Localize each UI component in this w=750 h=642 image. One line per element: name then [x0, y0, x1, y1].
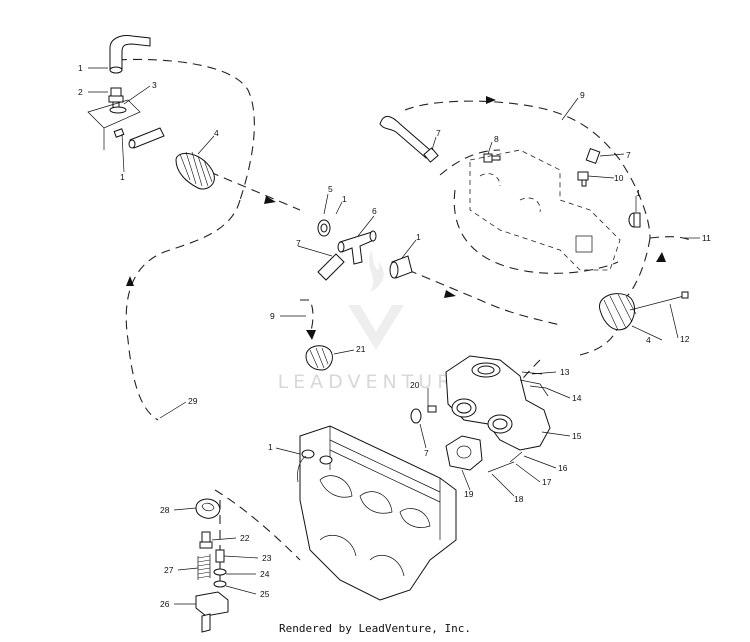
callout-11: 11: [702, 233, 711, 243]
cable-tie-part: [629, 291, 689, 311]
callout-22: 22: [240, 533, 250, 543]
fitting-part-10: [577, 171, 589, 187]
footer-credit: Rendered by LeadVenture, Inc.: [278, 622, 472, 635]
bolts-part: [410, 371, 547, 473]
callout-7: 7: [626, 150, 631, 160]
callout-7: 7: [436, 128, 441, 138]
watermark-text: LEADVENTURE: [278, 371, 473, 393]
clamp-part-right: [389, 255, 413, 279]
callout-9: 9: [580, 90, 585, 100]
exhaust-manifold-part: [445, 355, 551, 451]
callout-14: 14: [572, 393, 582, 403]
callout-12: 12: [680, 334, 690, 344]
callout-17: 17: [542, 477, 552, 487]
callout-2: 2: [78, 87, 83, 97]
washers-part-24-25: [213, 568, 227, 588]
callout-19: 19: [464, 489, 474, 499]
watermark-logo: [348, 250, 404, 350]
callout-18: 18: [514, 494, 524, 504]
clamp-part-center: [317, 219, 331, 237]
callout-23: 23: [262, 553, 272, 563]
clamp-part-1-right: [628, 212, 641, 228]
callout-1: 1: [268, 442, 273, 452]
short-hose-part: [317, 253, 345, 281]
callout-20: 20: [410, 380, 420, 390]
spring-part-27: [197, 554, 211, 580]
callout-13: 13: [560, 367, 570, 377]
tube-fitting-part: [113, 127, 165, 149]
washer-part: [109, 106, 127, 114]
callout-16: 16: [558, 463, 568, 473]
callout-8: 8: [494, 134, 499, 144]
callout-3: 3: [152, 80, 157, 90]
fitting-part-23: [215, 549, 225, 563]
elbow-hose-part: [109, 35, 151, 74]
callout-15: 15: [572, 431, 582, 441]
hose-clamp-part-28: [195, 498, 221, 519]
callout-5: 5: [328, 184, 333, 194]
callout-7: 7: [296, 238, 301, 248]
callout-1: 1: [342, 194, 347, 204]
hose-top-right: [379, 116, 439, 163]
callout-1: 1: [78, 63, 83, 73]
callout-4: 4: [214, 128, 219, 138]
callout-leaders: [88, 67, 700, 605]
tee-fitting-part: [337, 230, 377, 265]
callout-10: 10: [614, 173, 624, 183]
callout-28: 28: [160, 505, 170, 515]
callout-7: 7: [424, 448, 429, 458]
corrugated-coupler-left: [175, 151, 215, 190]
callout-24: 24: [260, 569, 270, 579]
callout-21: 21: [356, 344, 366, 354]
callout-25: 25: [260, 589, 270, 599]
mounting-plate-outline: [87, 99, 141, 150]
callout-1: 1: [636, 188, 641, 198]
housing-part-26: [195, 591, 229, 633]
callout-29: 29: [188, 396, 198, 406]
fitting-part-22: [199, 531, 213, 549]
callout-4: 4: [646, 335, 651, 345]
fitting-part-7-right: [585, 148, 601, 164]
callout-labels: 1 2 3 1 4 5 1 6 7 1 9 21 29 9 7 8 7 10 1…: [78, 63, 711, 609]
gasket-part-19: [445, 435, 483, 471]
callout-26: 26: [160, 599, 170, 609]
callout-27: 27: [164, 565, 174, 575]
corrugated-coupler-right: [599, 293, 637, 331]
callout-1: 1: [120, 172, 125, 182]
manifold-ghost-outline: [469, 149, 621, 271]
coupler-part-21: [305, 345, 333, 371]
callout-9: 9: [270, 311, 275, 321]
callout-6: 6: [372, 206, 377, 216]
cylinder-block-part: [297, 425, 457, 601]
callout-1: 1: [416, 232, 421, 242]
